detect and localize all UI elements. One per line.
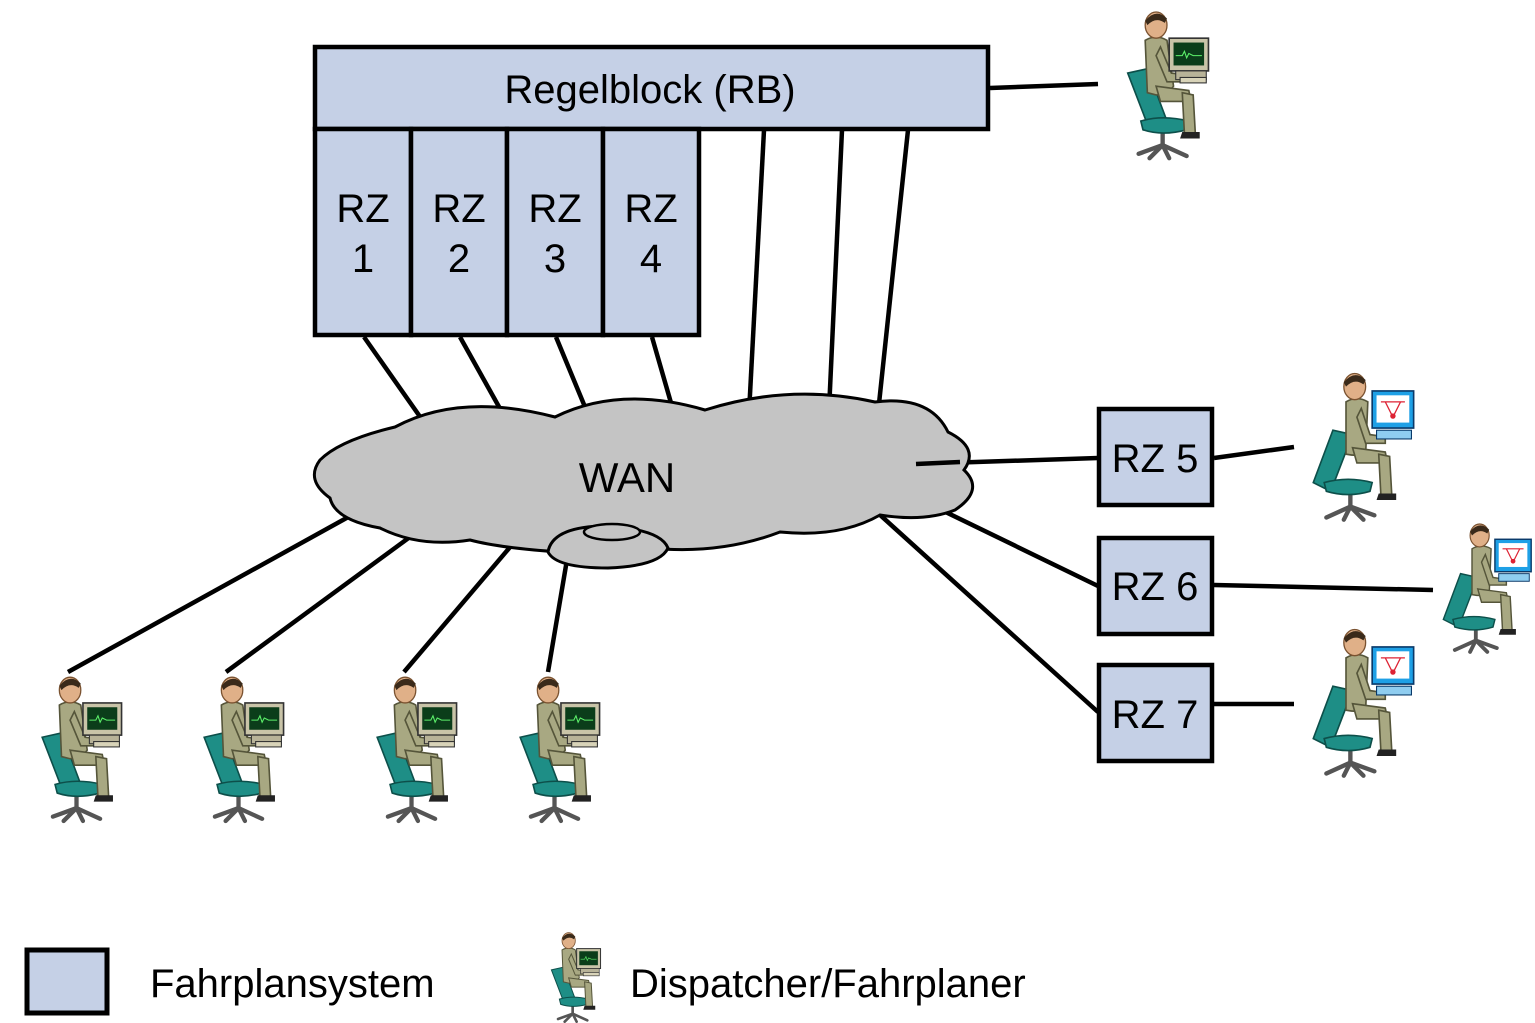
zone-rz5-label: RZ 5 bbox=[1112, 437, 1199, 481]
zone-rz6: RZ 6 bbox=[1096, 535, 1215, 637]
control-zones-right: RZ 5 RZ 6 RZ 7 bbox=[1096, 406, 1215, 764]
zone-rz6-label: RZ 6 bbox=[1112, 565, 1199, 609]
regelblock: Regelblock (RB) bbox=[312, 44, 991, 132]
dispatcher-workstation-icon bbox=[42, 677, 121, 821]
zone-rz1-line1: RZ bbox=[336, 187, 389, 231]
legend-system-label: Fahrplansystem bbox=[150, 962, 435, 1006]
zone-rz4: RZ 4 bbox=[600, 126, 702, 338]
zone-rz3: RZ 3 bbox=[504, 126, 606, 338]
zone-rz2: RZ 2 bbox=[408, 126, 510, 338]
regelblock-label: Regelblock (RB) bbox=[504, 68, 795, 112]
dispatcher-workstation-icon bbox=[549, 931, 603, 1023]
zone-rz2-line1: RZ bbox=[432, 187, 485, 231]
zone-rz1-line2: 1 bbox=[352, 237, 374, 281]
zone-rz4-line1: RZ bbox=[624, 187, 677, 231]
zone-rz5: RZ 5 bbox=[1096, 406, 1215, 508]
zone-rz3-line2: 3 bbox=[544, 237, 566, 281]
dispatcher-workstation-icon bbox=[1128, 12, 1209, 158]
zone-rz2-line2: 2 bbox=[448, 237, 470, 281]
legend-system-swatch bbox=[24, 947, 110, 1016]
zone-rz3-line1: RZ bbox=[528, 187, 581, 231]
wan-label: WAN bbox=[579, 454, 675, 501]
zone-rz1: RZ 1 bbox=[312, 126, 414, 338]
control-zones-top: RZ 1 RZ 2 RZ 3 RZ 4 bbox=[312, 126, 702, 338]
legend: Fahrplansystem Dispatcher/Fahrplaner bbox=[24, 931, 1026, 1023]
dispatcher-workstation-blue-icon bbox=[1313, 630, 1413, 776]
dispatcher-workstation-icon bbox=[377, 677, 456, 821]
dispatcher-workstation-blue-icon bbox=[1313, 374, 1413, 520]
dispatcher-workstation-icon bbox=[204, 677, 283, 821]
zone-rz7-label: RZ 7 bbox=[1112, 693, 1199, 737]
dispatcher-workstation-icon bbox=[520, 677, 599, 821]
zone-rz4-line2: 4 bbox=[640, 237, 662, 281]
legend-dispatcher-label: Dispatcher/Fahrplaner bbox=[630, 962, 1026, 1006]
dispatcher-workstation-blue-icon bbox=[1441, 522, 1534, 654]
wan-cloud: WAN bbox=[312, 392, 975, 570]
connection-lines bbox=[66, 81, 1434, 714]
zone-rz7: RZ 7 bbox=[1096, 662, 1215, 764]
